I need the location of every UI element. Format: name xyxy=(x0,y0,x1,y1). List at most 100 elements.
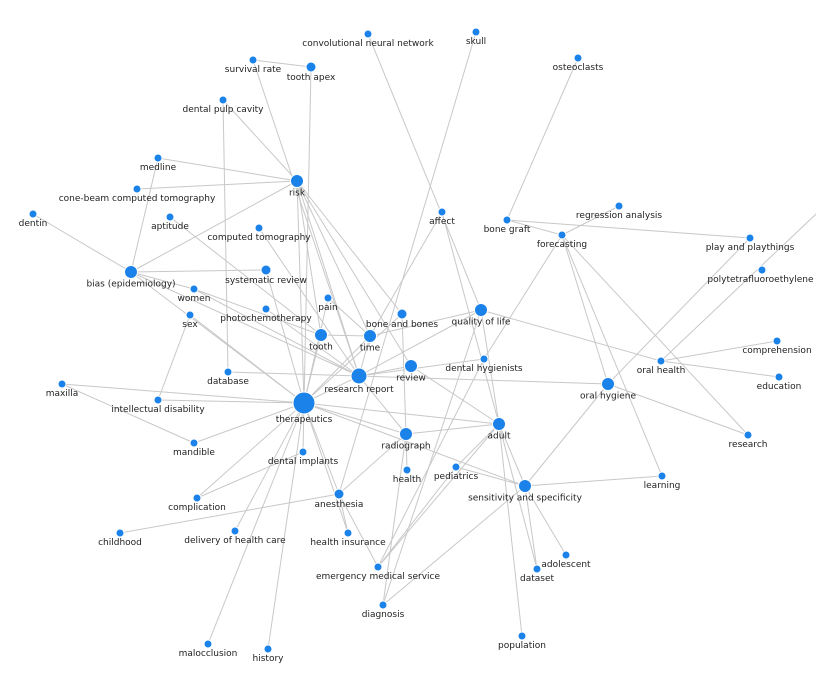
node-skull[interactable] xyxy=(471,27,481,37)
node-medline[interactable] xyxy=(153,153,163,163)
node-regression-analysis[interactable] xyxy=(614,201,624,211)
node-cone-beam-computed-tomography[interactable] xyxy=(132,184,142,194)
node-label-osteoclasts: osteoclasts xyxy=(553,63,604,73)
node-population[interactable] xyxy=(517,631,527,641)
node-affect[interactable] xyxy=(437,207,447,217)
node-time[interactable] xyxy=(363,329,377,343)
node-sex[interactable] xyxy=(185,310,195,320)
node-oral-hygiene[interactable] xyxy=(601,377,615,391)
edge-survival-rate--research-report xyxy=(252,59,360,377)
node-database[interactable] xyxy=(223,367,233,377)
node-oral-health[interactable] xyxy=(656,356,666,366)
node-label-dental-implants: dental implants xyxy=(268,457,339,467)
edge-survival-rate--tooth-apex xyxy=(252,59,312,68)
node-dataset[interactable] xyxy=(532,564,542,574)
node-aptitude[interactable] xyxy=(165,212,175,222)
node-label-bias-epidemiology: bias (epidemiology) xyxy=(86,280,175,290)
node-label-affect: affect xyxy=(429,217,455,227)
node-dental-implants[interactable] xyxy=(298,447,308,457)
node-dental-hygienists[interactable] xyxy=(479,354,489,364)
edge-oral-hygiene--research xyxy=(607,383,749,436)
node-convolutional-neural-network[interactable] xyxy=(363,29,373,39)
node-photochemotherapy[interactable] xyxy=(261,304,271,314)
node-label-bone-and-bones: bone and bones xyxy=(366,320,439,330)
node-childhood[interactable] xyxy=(115,528,125,538)
node-complication[interactable] xyxy=(192,493,202,503)
node-bone-graft[interactable] xyxy=(502,215,512,225)
edge-quality-of-life--adult xyxy=(480,309,500,425)
node-label-bone-graft: bone graft xyxy=(484,225,531,235)
node-risk[interactable] xyxy=(290,174,304,188)
node-review[interactable] xyxy=(404,359,418,373)
node-computed-tomography[interactable] xyxy=(254,223,264,233)
node-label-emergency-medical-service: emergency medical service xyxy=(316,572,441,582)
edge-tooth-apex--therapeutics xyxy=(303,66,312,404)
edge-dentin--bias-epidemiology xyxy=(32,213,132,273)
node-radiograph[interactable] xyxy=(399,427,413,441)
node-malocclusion[interactable] xyxy=(203,639,213,649)
node-label-photochemotherapy: photochemotherapy xyxy=(220,314,312,324)
node-label-play-and-playthings: play and playthings xyxy=(706,243,795,253)
node-education[interactable] xyxy=(774,372,784,382)
node-pain[interactable] xyxy=(323,293,333,303)
node-history[interactable] xyxy=(263,644,273,654)
node-survival-rate[interactable] xyxy=(248,55,258,65)
node-emergency-medical-service[interactable] xyxy=(373,562,383,572)
node-label-dentin: dentin xyxy=(19,219,48,229)
node-label-dental-hygienists: dental hygienists xyxy=(445,364,523,374)
node-osteoclasts[interactable] xyxy=(573,53,583,63)
edge-anesthesia--health-insurance xyxy=(338,493,349,534)
edge-therapeutics--health-insurance xyxy=(303,402,349,534)
node-systematic-review[interactable] xyxy=(260,264,272,276)
node-research[interactable] xyxy=(743,430,753,440)
node-label-complication: complication xyxy=(168,503,226,513)
edge-cone-beam-computed-tomography--risk xyxy=(136,180,298,190)
node-pediatrics[interactable] xyxy=(451,462,461,472)
node-label-computed-tomography: computed tomography xyxy=(207,233,311,243)
node-label-quality-of-life: quality of life xyxy=(452,318,511,328)
edge-radiograph--diagnosis xyxy=(382,433,407,606)
node-forecasting[interactable] xyxy=(557,230,567,240)
node-delivery-of-health-care[interactable] xyxy=(230,526,240,536)
node-learning[interactable] xyxy=(657,471,667,481)
node-label-therapeutics: therapeutics xyxy=(276,415,333,425)
node-adult[interactable] xyxy=(492,417,506,431)
node-diagnosis[interactable] xyxy=(378,600,388,610)
node-intellectual-disability[interactable] xyxy=(153,395,163,405)
node-bone-and-bones[interactable] xyxy=(396,308,408,320)
node-label-forecasting: forecasting xyxy=(537,240,587,250)
edge-maxilla--therapeutics xyxy=(61,383,305,404)
node-research-report[interactable] xyxy=(350,367,368,385)
edge-research-report--radiograph xyxy=(358,375,407,435)
node-anesthesia[interactable] xyxy=(333,488,345,500)
node-mandible[interactable] xyxy=(189,438,199,448)
node-sensitivity-and-specificity[interactable] xyxy=(518,479,532,493)
node-adolescent[interactable] xyxy=(561,550,571,560)
node-health[interactable] xyxy=(402,465,412,475)
node-quality-of-life[interactable] xyxy=(474,303,488,317)
edge-intellectual-disability--therapeutics xyxy=(157,399,305,404)
node-comprehension[interactable] xyxy=(772,336,782,346)
node-tooth[interactable] xyxy=(314,328,328,342)
node-dental-pulp-cavity[interactable] xyxy=(218,95,228,105)
node-therapeutics[interactable] xyxy=(292,391,316,415)
edge-adult--emergency-medical-service xyxy=(377,423,500,568)
edge-time--therapeutics xyxy=(303,335,371,404)
node-health-insurance[interactable] xyxy=(343,528,353,538)
node-bias-epidemiology[interactable] xyxy=(124,265,138,279)
edge-medline--risk xyxy=(157,157,298,182)
node-tooth-apex[interactable] xyxy=(305,61,317,73)
node-maxilla[interactable] xyxy=(57,379,67,389)
edge-pain--time xyxy=(327,297,371,337)
edge-offscreen--oral-health xyxy=(660,213,816,362)
edge-review--adult xyxy=(410,365,500,425)
edge-affect--time xyxy=(369,211,443,337)
node-label-history: history xyxy=(253,654,285,664)
edge-osteoclasts--bone-graft xyxy=(506,57,579,221)
node-women[interactable] xyxy=(189,284,199,294)
node-play-and-playthings[interactable] xyxy=(745,233,755,243)
node-dentin[interactable] xyxy=(28,209,38,219)
edge-quality-of-life--research-report xyxy=(358,309,482,377)
node-polytetrafluoroethylene[interactable] xyxy=(757,265,767,275)
